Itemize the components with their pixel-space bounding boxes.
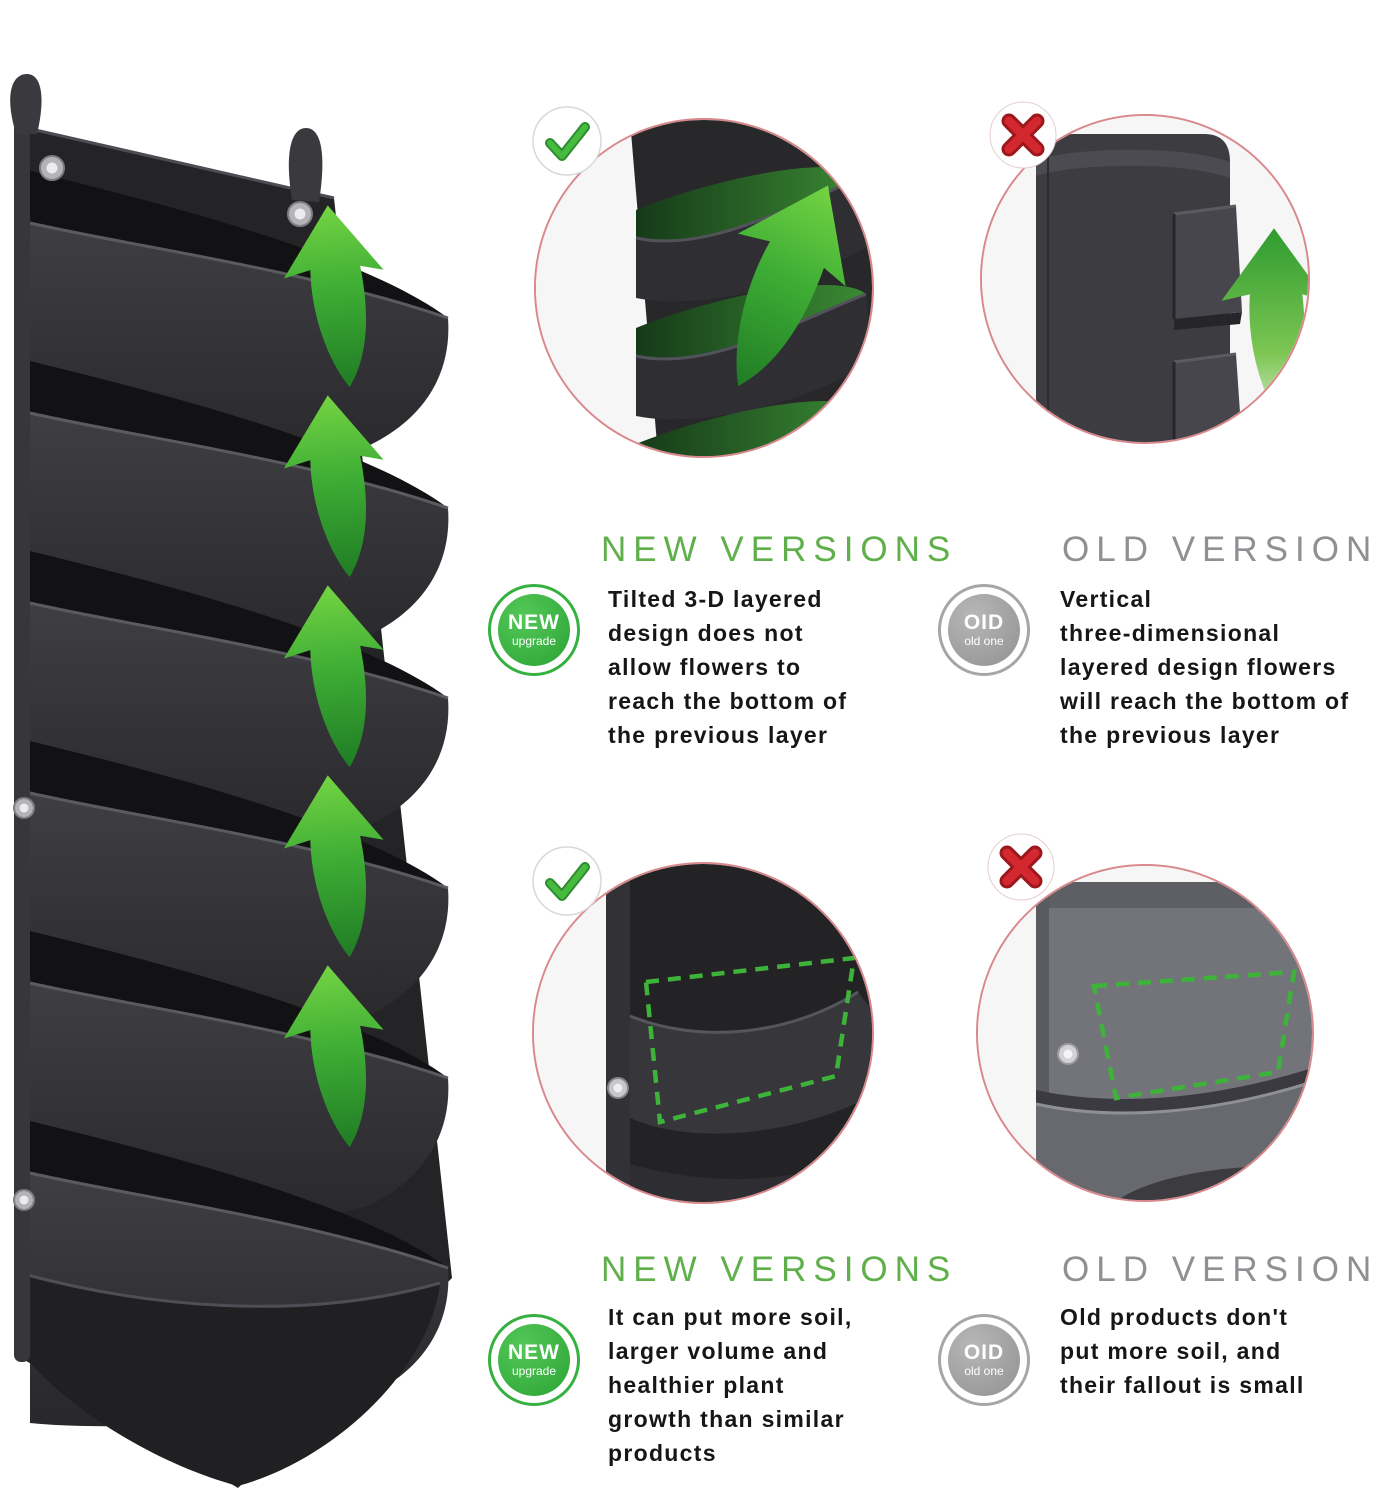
heading-new-versions-bottom: NEW VERSIONS bbox=[601, 1250, 958, 1289]
new-upgrade-badge-bottom: NEW upgrade bbox=[488, 1314, 580, 1406]
badge-line2: upgrade bbox=[511, 634, 557, 648]
cross-icon bbox=[987, 833, 1055, 901]
badge-line2: upgrade bbox=[511, 1364, 557, 1378]
cross-icon bbox=[989, 101, 1057, 169]
badge-line1: NEW bbox=[508, 611, 560, 634]
badge-line2: old one bbox=[964, 1364, 1004, 1378]
badge-line1: NEW bbox=[508, 1341, 560, 1364]
inset-old-vertical-design bbox=[980, 114, 1310, 444]
heading-new-versions-top: NEW VERSIONS bbox=[601, 530, 958, 569]
grommet-icons bbox=[13, 155, 313, 1211]
check-icon bbox=[532, 106, 602, 176]
badge-line2: old one bbox=[964, 634, 1004, 648]
old-one-badge-top: OID old one bbox=[938, 584, 1030, 676]
description-new-bottom: It can put more soil, larger volume and … bbox=[608, 1304, 853, 1466]
old-one-badge-bottom: OID old one bbox=[938, 1314, 1030, 1406]
planter-edge-binding bbox=[14, 122, 30, 1362]
badge-line1: OID bbox=[963, 1341, 1005, 1364]
badge-line1: OID bbox=[963, 611, 1005, 634]
heading-old-version-bottom: OLD VERSION bbox=[1062, 1250, 1379, 1289]
planter-pockets bbox=[29, 171, 449, 1427]
heading-old-version-top: OLD VERSION bbox=[1062, 530, 1379, 569]
hanging-loop-right bbox=[288, 128, 323, 202]
check-icon bbox=[532, 846, 602, 916]
description-new-top: Tilted 3-D layered design does not allow… bbox=[608, 586, 848, 748]
new-upgrade-badge-top: NEW upgrade bbox=[488, 584, 580, 676]
description-old-bottom: Old products don't put more soil, and th… bbox=[1060, 1304, 1305, 1398]
hanging-loop-left bbox=[10, 74, 42, 134]
description-old-top: Vertical three-dimensional layered desig… bbox=[1060, 586, 1350, 748]
soil-volume-dashed-outline bbox=[1091, 969, 1297, 1101]
soil-volume-dashed-outline bbox=[643, 955, 857, 1125]
planter-bottom-pouch bbox=[20, 1273, 440, 1486]
inset-old-pocket-volume bbox=[976, 864, 1314, 1202]
hanging-planter-photo bbox=[10, 74, 452, 1488]
